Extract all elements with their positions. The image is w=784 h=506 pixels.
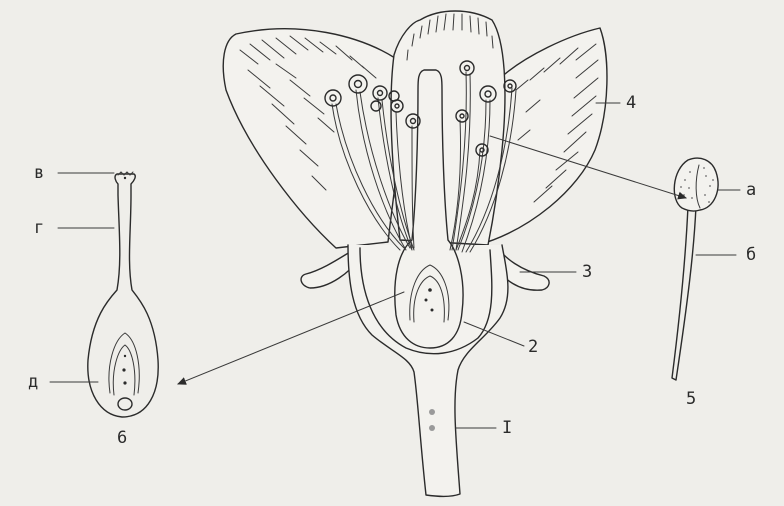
pistil-labels: в г д 6 [28,163,127,448]
label-a: а [746,180,756,200]
label-b: б [746,245,756,265]
label-3: 3 [582,262,592,282]
center-petal [391,11,505,245]
label-5: 5 [686,389,696,409]
label-g: г [34,218,44,238]
stamen [672,158,718,380]
flower [223,11,607,496]
label-2: 2 [528,337,538,357]
pistil [88,172,158,417]
label-d: д [28,372,38,392]
label-fig6: 6 [117,428,127,448]
left-petal [223,29,400,248]
label-1: I [502,418,512,438]
label-4: 4 [626,93,636,113]
arrow-to-pistil [178,292,404,384]
label-v: в [34,163,44,183]
